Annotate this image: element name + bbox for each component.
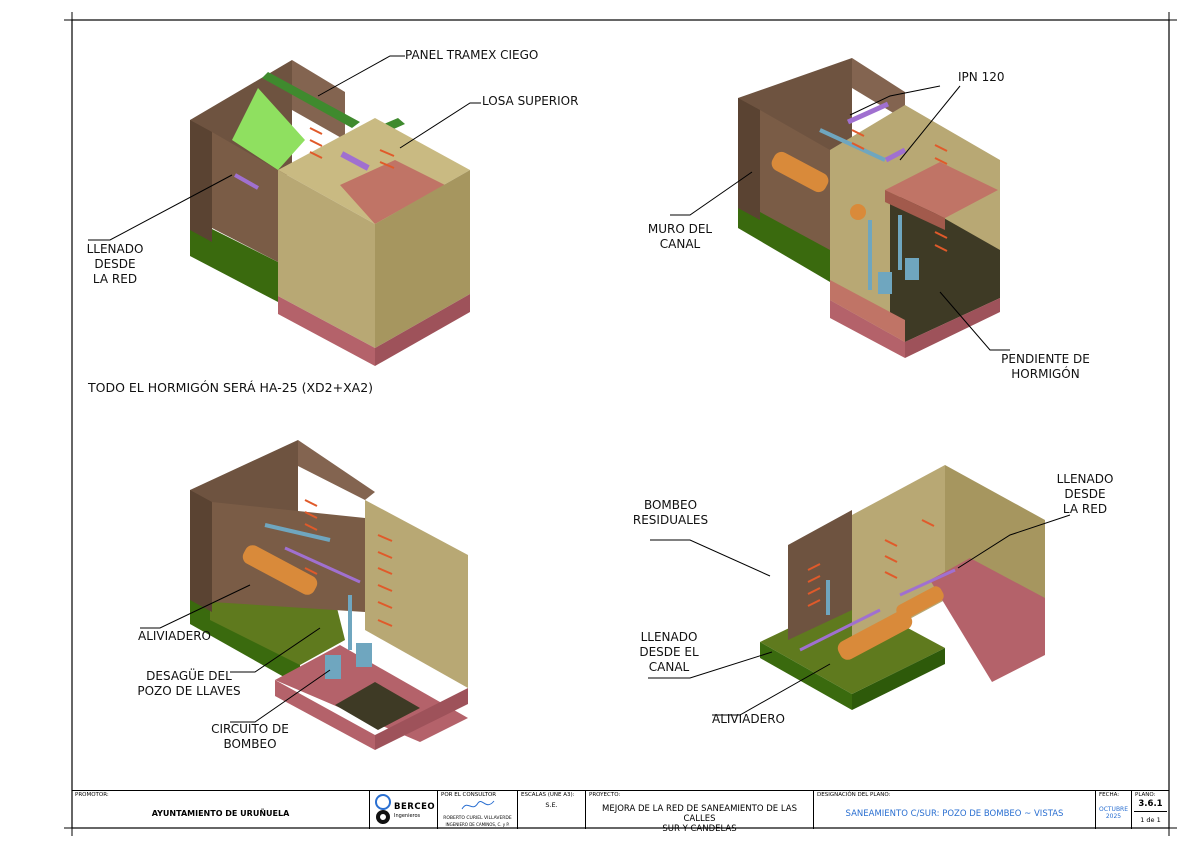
escalas-label: ESCALAS (UNE A3): <box>521 792 575 798</box>
plano-sheet: 1 de 1 <box>1140 816 1161 824</box>
logo-sub: Ingenieros <box>394 813 421 819</box>
proyecto-label: PROYECTO: <box>589 792 621 798</box>
logo-cell: BERCEO Ingenieros <box>370 791 438 829</box>
plano-label: PLANO: <box>1135 792 1156 798</box>
proyecto-value: MEJORA DE LA RED DE SANEAMIENTO DE LAS C… <box>601 804 797 834</box>
fecha-value: OCTUBRE 2025 <box>1098 806 1129 820</box>
escalas-value: S.E. <box>545 801 558 809</box>
consultor-cell: POR EL CONSULTOR ROBERTO CURIEL VILLAVER… <box>438 791 518 829</box>
promotor-cell: PROMOTOR: AYUNTAMIENTO DE URUÑUELA <box>72 791 370 829</box>
designacion-cell: DESIGNACIÓN DEL PLANO: SANEAMIENTO C/SUR… <box>814 791 1096 829</box>
promotor-value: AYUNTAMIENTO DE URUÑUELA <box>151 809 290 818</box>
proyecto-cell: PROYECTO: MEJORA DE LA RED DE SANEAMIENT… <box>586 791 814 834</box>
leader-lines <box>88 55 1071 723</box>
title-block: PROMOTOR: AYUNTAMIENTO DE URUÑUELA BERCE… <box>72 790 1169 834</box>
label-aliviadero-1: ALIVIADERO <box>138 629 211 643</box>
plano-cell: PLANO: 3.6.1 1 de 1 <box>1132 791 1169 829</box>
fecha-cell: FECHA: OCTUBRE 2025 <box>1096 791 1132 829</box>
berceo-logo-icon <box>375 794 391 824</box>
view-1-closed <box>190 60 470 366</box>
logo-text: BERCEO <box>394 802 436 812</box>
plano-number: 3.6.1 <box>1138 799 1163 809</box>
consultor-title: INGENIERO DE CAMINOS, C. y P. <box>445 822 510 827</box>
promotor-label: PROMOTOR: <box>75 792 109 798</box>
escalas-cell: ESCALAS (UNE A3): S.E. <box>518 791 586 829</box>
fecha-label: FECHA: <box>1099 792 1120 798</box>
view-3-section <box>190 440 468 750</box>
designacion-value: SANEAMIENTO C/SUR: POZO DE BOMBEO ~ VIST… <box>845 809 1064 819</box>
label-ipn-120: IPN 120 <box>958 70 1005 84</box>
view-4-section <box>760 465 1045 710</box>
consultor-name: ROBERTO CURIEL VILLAVERDE <box>443 816 512 821</box>
border-ticks <box>64 12 1177 836</box>
concrete-note: TODO EL HORMIGÓN SERÁ HA-25 (XD2+XA2) <box>88 380 374 395</box>
signature-icon <box>461 800 495 810</box>
designacion-label: DESIGNACIÓN DEL PLANO: <box>817 792 891 798</box>
sheet-border <box>71 19 1170 829</box>
label-panel-tramex: PANEL TRAMEX CIEGO <box>405 48 539 62</box>
label-aliviadero-2: ALIVIADERO <box>712 712 785 726</box>
view-2-section <box>738 58 1000 358</box>
consultor-label: POR EL CONSULTOR <box>441 792 497 798</box>
label-losa-superior: LOSA SUPERIOR <box>482 94 579 108</box>
